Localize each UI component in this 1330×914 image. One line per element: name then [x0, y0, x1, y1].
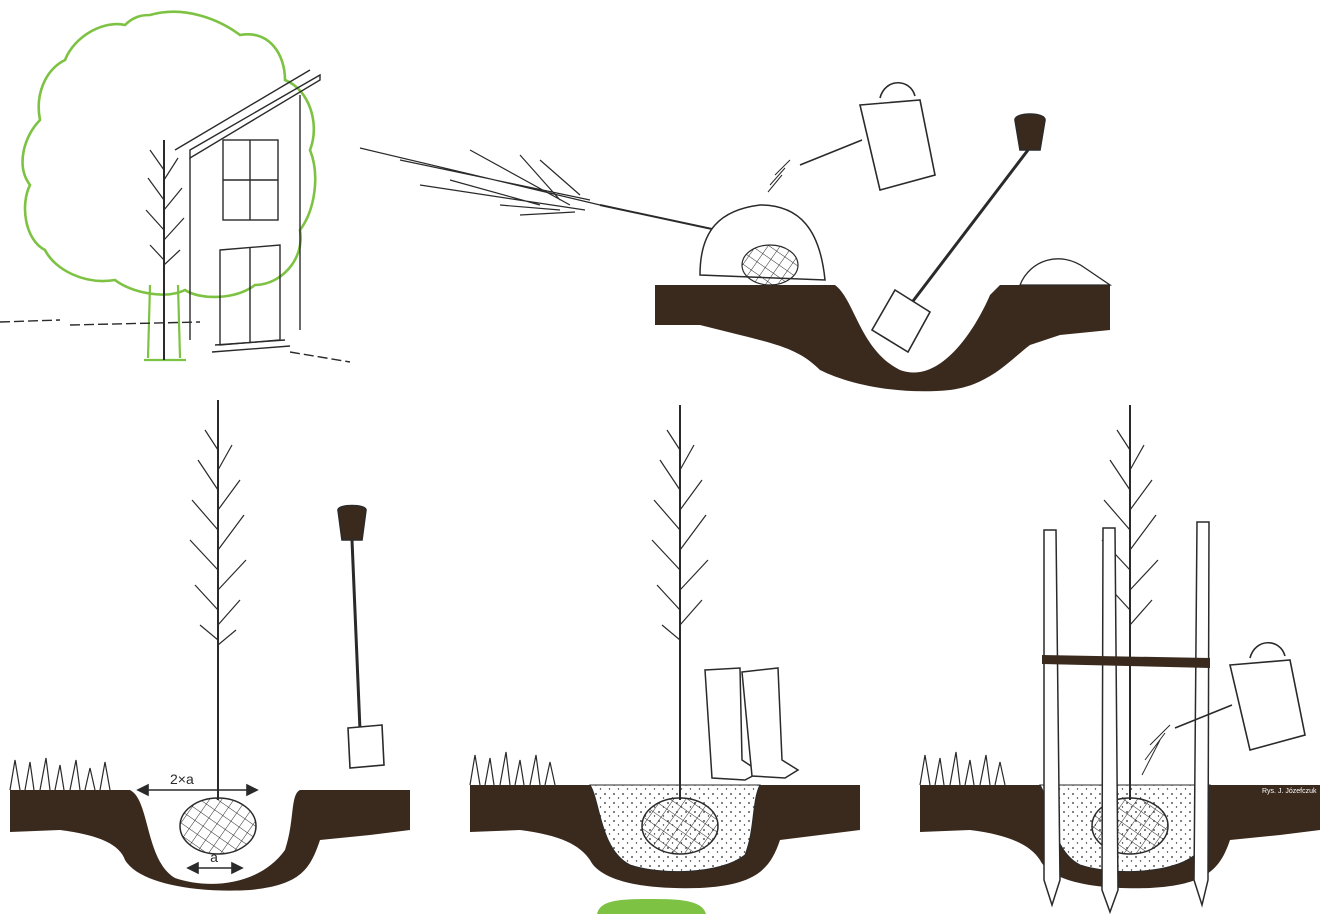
house-icon	[175, 70, 320, 352]
soil-cross-section	[655, 285, 1110, 391]
panel-staking-watering: Rys. J. Józefczuk	[920, 405, 1320, 912]
panel-preparation	[360, 83, 1110, 392]
tree-icon	[652, 405, 708, 800]
panel-site-selection	[0, 12, 350, 362]
tree-icon	[190, 400, 246, 800]
excavated-soil-pile	[1020, 259, 1110, 285]
panel-hole-dimensions: 2×a a	[10, 400, 410, 891]
illustration-credit: Rys. J. Józefczuk	[1262, 788, 1317, 795]
panel-backfill	[470, 405, 860, 888]
root-ball	[642, 798, 718, 854]
ground-line	[0, 320, 350, 362]
width-bottom-label: a	[210, 849, 218, 865]
tree-tie-band	[1042, 655, 1210, 668]
lying-tree-icon	[360, 148, 740, 235]
burlap-root-ball	[700, 205, 825, 285]
accent-tab	[597, 899, 706, 914]
grass-tufts	[470, 752, 555, 785]
grass-tufts	[920, 752, 1005, 785]
width-top-label: 2×a	[170, 771, 194, 787]
grass-tufts	[10, 758, 110, 790]
watering-can-icon	[768, 83, 935, 192]
rubber-boots-icon	[705, 668, 798, 780]
mature-crown-outline	[23, 12, 316, 297]
spade-icon	[338, 506, 384, 769]
width-top-dimension	[138, 785, 257, 795]
root-ball	[180, 798, 256, 854]
